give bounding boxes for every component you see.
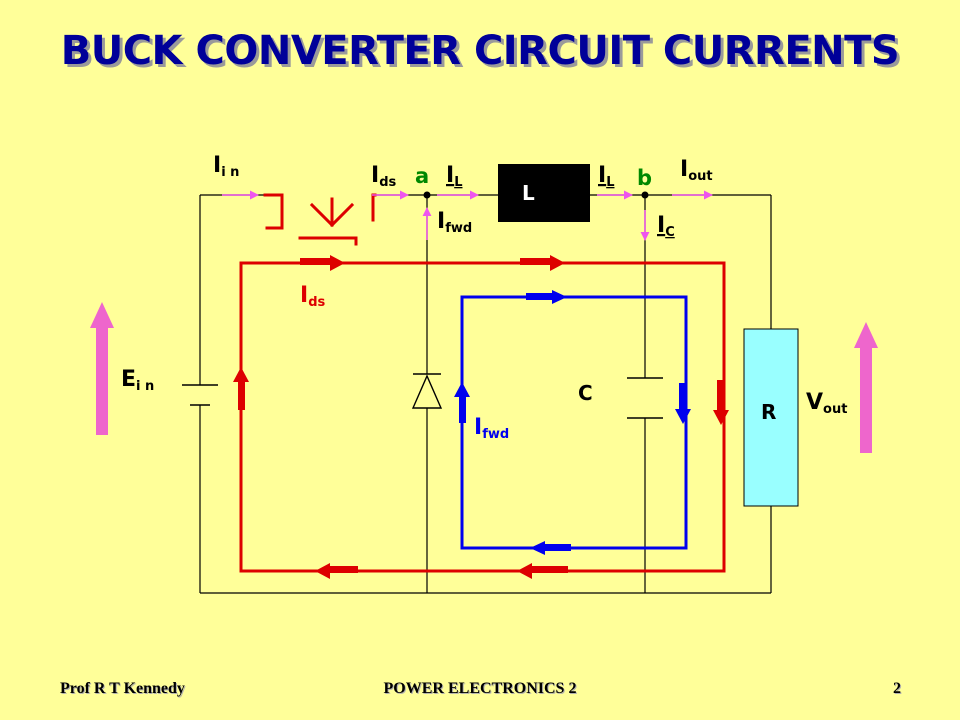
label-i-L-right: IL [598,163,614,190]
slide-title: BUCK CONVERTER CIRCUIT CURRENTS [60,28,900,74]
svg-text:Ids: Ids [300,283,325,310]
capacitor-label: C [578,381,593,405]
label-i-ds-top: Ids [371,163,396,190]
label-i-C: IC [657,213,675,240]
freewheel-diode [411,373,443,409]
footer-author: Prof R T Kennedy [60,680,185,697]
freewheel-current-loop [454,290,691,555]
node-b-label: b [637,166,652,190]
load-resistor: R [743,328,799,507]
svg-text:Ei n: Ei n [121,367,154,394]
label-e-in: Ei n [121,367,154,394]
switch-current-loop [233,255,729,579]
svg-text:Ids: Ids [371,163,396,190]
svg-text:Ii n: Ii n [213,153,239,180]
svg-text:Vout: Vout [806,390,847,417]
input-source-symbol [182,384,218,406]
mosfet-switch [263,193,377,246]
label-v-out: Vout [806,390,847,417]
output-voltage-arrow [854,322,878,453]
label-i-out: Iout [680,157,713,184]
label-i-L-left: IL [446,163,462,190]
svg-text:IL: IL [598,163,614,190]
capacitor [627,377,663,419]
terminal-current-arrows [222,190,713,241]
inductor: L [498,164,590,222]
svg-text:IC: IC [657,213,675,240]
footer-page-number: 2 [893,680,901,697]
node-a-dot [423,191,431,199]
node-b-dot [641,191,649,199]
resistor-label: R [761,400,776,424]
node-a-label: a [415,164,429,188]
inductor-label: L [522,181,535,205]
label-i-in: Ii n [213,153,239,180]
svg-text:Ifwd: Ifwd [437,209,472,236]
footer-course: POWER ELECTRONICS 2 [383,680,577,697]
svg-text:Ifwd: Ifwd [474,415,509,442]
svg-text:IL: IL [446,163,462,190]
label-i-ds-loop: Ids [300,283,325,310]
label-i-fwd-loop: Ifwd [474,415,509,442]
svg-text:Iout: Iout [680,157,713,184]
label-i-fwd-top: Ifwd [437,209,472,236]
input-voltage-arrow [90,302,114,435]
